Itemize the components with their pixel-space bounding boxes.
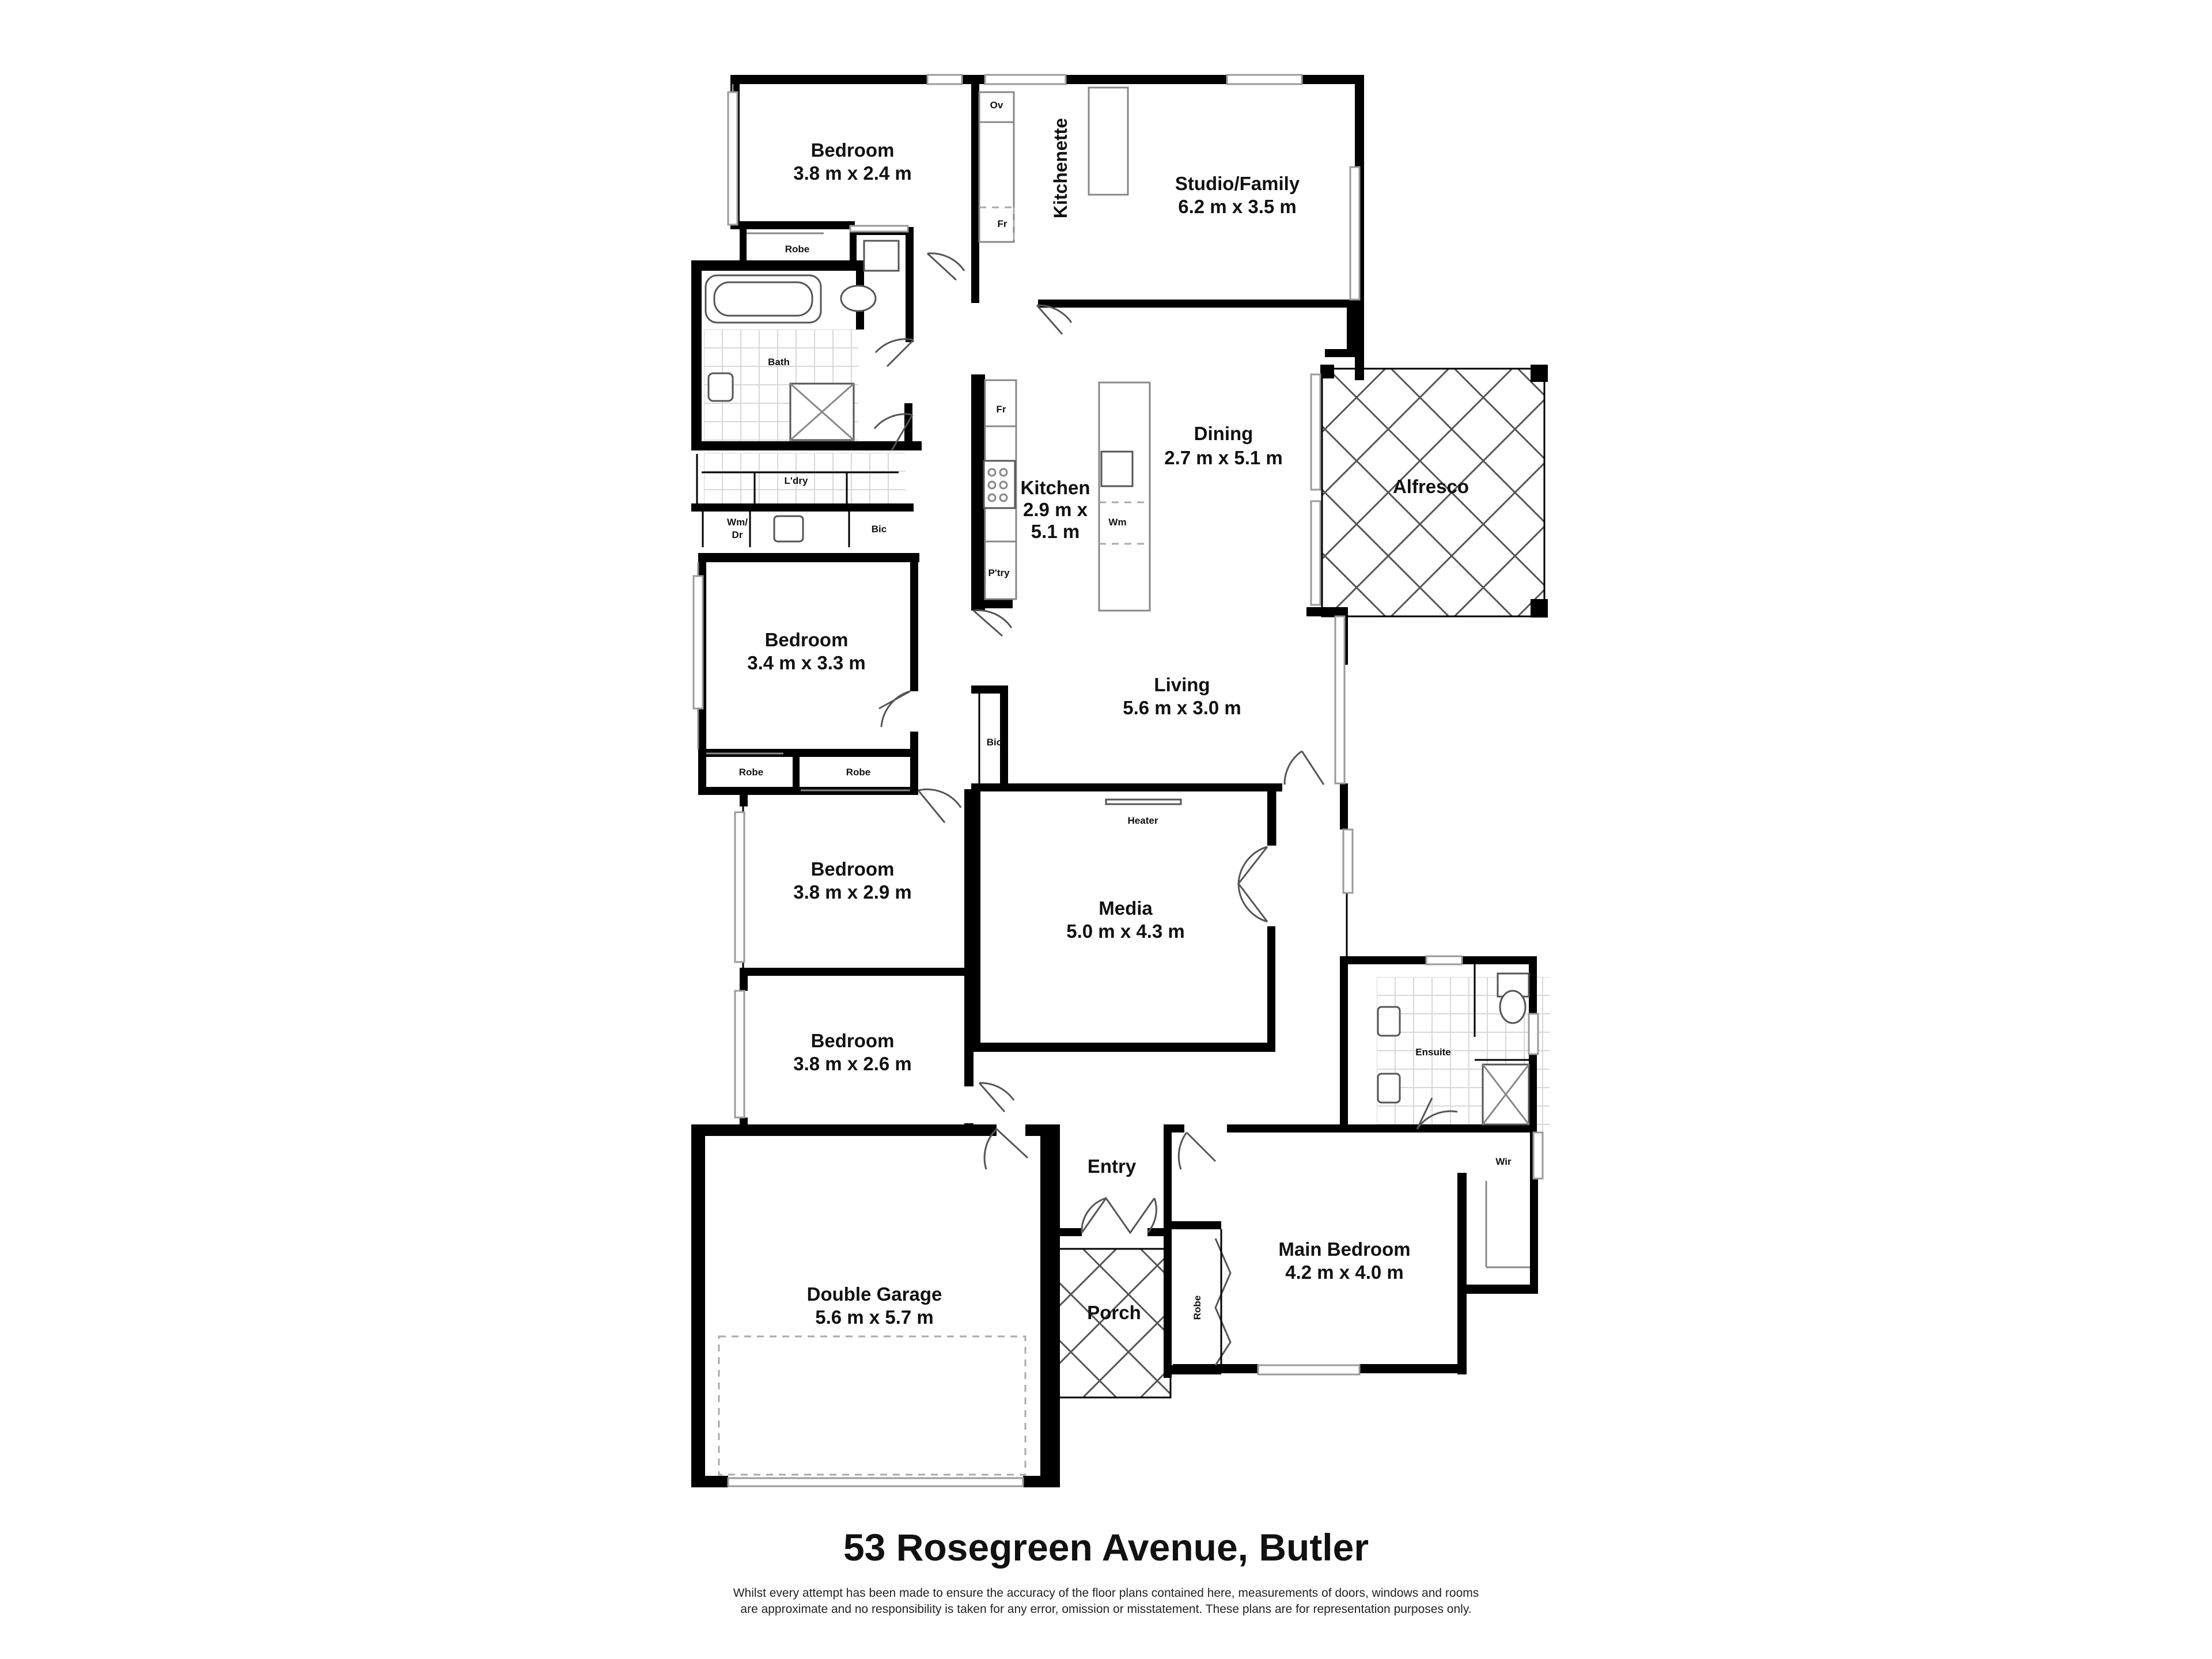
- pattern-line: [1322, 551, 1387, 616]
- label-fridge-kitchen: Fr: [997, 404, 1006, 415]
- pattern-line: [1059, 1251, 1171, 1366]
- pattern-line: [1322, 369, 1513, 560]
- room-size-dining: 2.7 m x 5.1 m: [1164, 447, 1282, 468]
- room-size-bedroom-2: 3.4 m x 3.3 m: [747, 652, 865, 673]
- ensuite-vanity: [1377, 1006, 1401, 1037]
- room-size-living: 5.6 m x 3.0 m: [1123, 697, 1241, 718]
- label-heater: Heater: [1128, 815, 1158, 826]
- pattern-line: [1517, 588, 1544, 616]
- fixture-labels: Kitchenette Ov Fr Robe Bath L'dry Wm/ Dr…: [727, 100, 1512, 1320]
- disclaimer-line-2: are approximate and no responsibility is…: [740, 1603, 1472, 1616]
- studio-island: [1088, 86, 1129, 196]
- pattern-line: [1581, 369, 1829, 616]
- label-fridge-kitchenette: Fr: [998, 218, 1007, 229]
- disclaimer: Whilst every attempt has been made to en…: [634, 1585, 1578, 1618]
- room-label-entry: Entry: [1088, 1156, 1137, 1177]
- pattern-line: [1517, 369, 1544, 397]
- heater-fixture: [1105, 798, 1182, 805]
- pattern-line: [1645, 369, 1892, 616]
- room-label-bedroom-1: Bedroom: [811, 139, 895, 161]
- pattern-line: [1059, 1249, 1118, 1308]
- room-label-main-bedroom: Main Bedroom: [1278, 1238, 1410, 1260]
- pattern-line: [1322, 369, 1387, 434]
- room-label-media: Media: [1099, 897, 1153, 919]
- alfresco-post: [1531, 365, 1548, 382]
- room-size-studio-family: 6.2 m x 3.5 m: [1178, 196, 1296, 217]
- disclaimer-line-1: Whilst every attempt has been made to en…: [733, 1586, 1479, 1600]
- label-wir: Wir: [1495, 1156, 1512, 1167]
- room-label-porch: Porch: [1087, 1302, 1141, 1323]
- pattern-line: [1708, 369, 1956, 616]
- room-label-living: Living: [1154, 674, 1210, 695]
- label-kitchenette: Kitchenette: [1050, 118, 1071, 218]
- room-label-alfresco: Alfresco: [1393, 476, 1469, 497]
- pattern-line: [1453, 369, 1544, 460]
- room-label-bedroom-2: Bedroom: [765, 629, 849, 650]
- kitchen-sink: [1100, 450, 1134, 487]
- room-label-kitchen: Kitchen: [1020, 477, 1090, 498]
- room-size-bedroom-3: 3.8 m x 2.9 m: [793, 881, 911, 903]
- room-label-bedroom-3: Bedroom: [811, 858, 895, 880]
- garage-parking-outline: [718, 1335, 1027, 1476]
- kitchenette-bench: [978, 91, 1015, 243]
- bath-vanity: [707, 372, 734, 402]
- room-label-double-garage: Double Garage: [807, 1283, 942, 1305]
- pattern-line: [1322, 369, 1450, 497]
- room-labels: Bedroom 3.8 m x 2.4 m Studio/Family 6.2 …: [747, 139, 1469, 1328]
- label-washer-dryer-1: Wm/: [727, 517, 748, 528]
- label-bic-hall: Bic: [987, 737, 1002, 748]
- room-label-bedroom-4: Bedroom: [811, 1030, 895, 1051]
- pattern-line: [1453, 525, 1544, 616]
- label-pantry: P'try: [988, 567, 1010, 578]
- doors: [873, 252, 1458, 1366]
- pattern-line: [1322, 615, 1323, 616]
- label-bath: Bath: [768, 357, 790, 368]
- room-size-main-bedroom: 4.2 m x 4.0 m: [1285, 1262, 1403, 1283]
- pattern-line: [1322, 369, 1323, 370]
- room-label-dining: Dining: [1194, 423, 1253, 444]
- label-oven: Ov: [990, 100, 1003, 111]
- toilet-cistern: [863, 240, 900, 272]
- toilet-bowl: [840, 285, 877, 312]
- room-size-media: 5.0 m x 4.3 m: [1066, 921, 1184, 942]
- alfresco-outline: [1321, 368, 1546, 618]
- pattern-line: [1390, 461, 1544, 616]
- ensuite-toilet-bowl: [1499, 990, 1527, 1024]
- room-size-bedroom-4: 3.8 m x 2.6 m: [793, 1053, 911, 1074]
- pattern-line: [1708, 369, 1956, 616]
- laundry-tub: [773, 515, 804, 543]
- porch-outline: [1058, 1248, 1172, 1399]
- property-address: 53 Rosegreen Avenue, Butler: [843, 1526, 1369, 1569]
- pattern-line: [1645, 369, 1892, 616]
- windows: [692, 74, 1544, 1487]
- alfresco-post: [1531, 599, 1548, 618]
- label-robe-bedroom-1: Robe: [785, 244, 810, 255]
- pattern-line: [1327, 398, 1544, 616]
- alfresco-post: [1320, 365, 1334, 378]
- label-robe-a: Robe: [739, 767, 764, 778]
- alfresco-lattice: [1322, 369, 2019, 616]
- room-size-double-garage: 5.6 m x 5.7 m: [815, 1306, 933, 1328]
- pattern-line: [1082, 1308, 1171, 1397]
- label-laundry: L'dry: [785, 475, 808, 486]
- pattern-line: [1771, 369, 2019, 616]
- label-bic-laundry: Bic: [872, 524, 887, 535]
- ensuite-vanity: [1377, 1073, 1401, 1104]
- pattern-line: [1771, 369, 2019, 616]
- room-size-kitchen-line1: 2.9 m x: [1023, 499, 1088, 520]
- label-robe-b: Robe: [846, 767, 871, 778]
- label-washer-dryer-2: Dr: [732, 529, 743, 540]
- room-size-kitchen-line2: 5.1 m: [1031, 521, 1080, 542]
- pattern-line: [1581, 369, 1829, 616]
- room-size-bedroom-1: 3.8 m x 2.4 m: [793, 162, 911, 184]
- label-robe-main: Robe: [1192, 1296, 1203, 1320]
- label-ensuite: Ensuite: [1415, 1047, 1450, 1058]
- kitchen-island: [1098, 381, 1151, 612]
- label-dishwasher: Wm: [1108, 517, 1126, 528]
- room-label-studio-family: Studio/Family: [1175, 173, 1300, 194]
- pattern-line: [1059, 1338, 1118, 1397]
- fixtures: [702, 86, 1530, 1476]
